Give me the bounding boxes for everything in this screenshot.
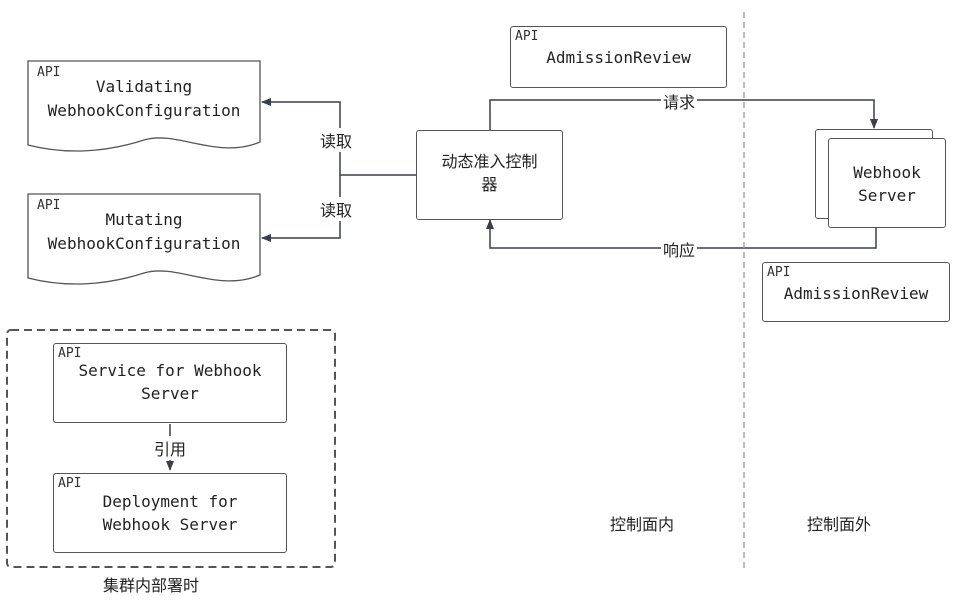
admission-review-request-box: API AdmissionReview (510, 26, 727, 88)
service-name-line1: Service for Webhook (78, 361, 262, 380)
read-label-top: 读取 (318, 128, 355, 152)
controller-name-line1: 动态准入控制 (441, 152, 538, 171)
service-name-line2: Server (141, 384, 199, 403)
controller-name-line2: 器 (481, 175, 498, 194)
api-tag: API (37, 65, 61, 80)
config-name-line2: WebhookConfiguration (47, 234, 241, 253)
webhook-server-line2: Server (858, 186, 916, 205)
document-shape (27, 193, 261, 285)
mutating-webhook-configuration: API Mutating WebhookConfiguration (27, 193, 261, 289)
config-name-line1: Validating (95, 77, 193, 96)
admission-review-label: AdmissionReview (783, 284, 929, 303)
in-cluster-group-label: 集群内部署时 (101, 572, 202, 596)
config-name-line2: WebhookConfiguration (47, 101, 241, 120)
api-tag: API (515, 29, 539, 44)
request-label: 请求 (661, 89, 698, 113)
webhook-server-line1: Webhook (853, 163, 921, 182)
webhook-server-box: Webhook Server (828, 138, 946, 228)
response-label: 响应 (661, 237, 698, 261)
api-tag: API (37, 198, 61, 213)
api-tag: API (58, 346, 82, 361)
deployment-name-line2: Webhook Server (102, 515, 238, 534)
zone-label-inside: 控制面内 (608, 511, 677, 535)
deployment-name-line1: Deployment for (102, 492, 238, 511)
document-shape (27, 60, 261, 152)
config-name-line1: Mutating (105, 210, 183, 229)
admission-controller-box: 动态准入控制 器 (416, 130, 563, 220)
validating-webhook-configuration: API Validating WebhookConfiguration (27, 60, 261, 156)
api-tag: API (58, 476, 82, 491)
api-tag: API (767, 265, 791, 280)
deployment-box: API Deployment for Webhook Server (53, 473, 287, 553)
read-edge-mutating (261, 175, 341, 242)
in-cluster-group-border (6, 329, 336, 568)
read-label-bottom: 读取 (318, 197, 355, 221)
reference-label: 引用 (152, 436, 189, 460)
service-box: API Service for Webhook Server (53, 343, 287, 423)
admission-review-label: AdmissionReview (546, 48, 691, 67)
admission-review-response-box: API AdmissionReview (762, 262, 950, 322)
zone-label-outside: 控制面外 (805, 511, 874, 535)
